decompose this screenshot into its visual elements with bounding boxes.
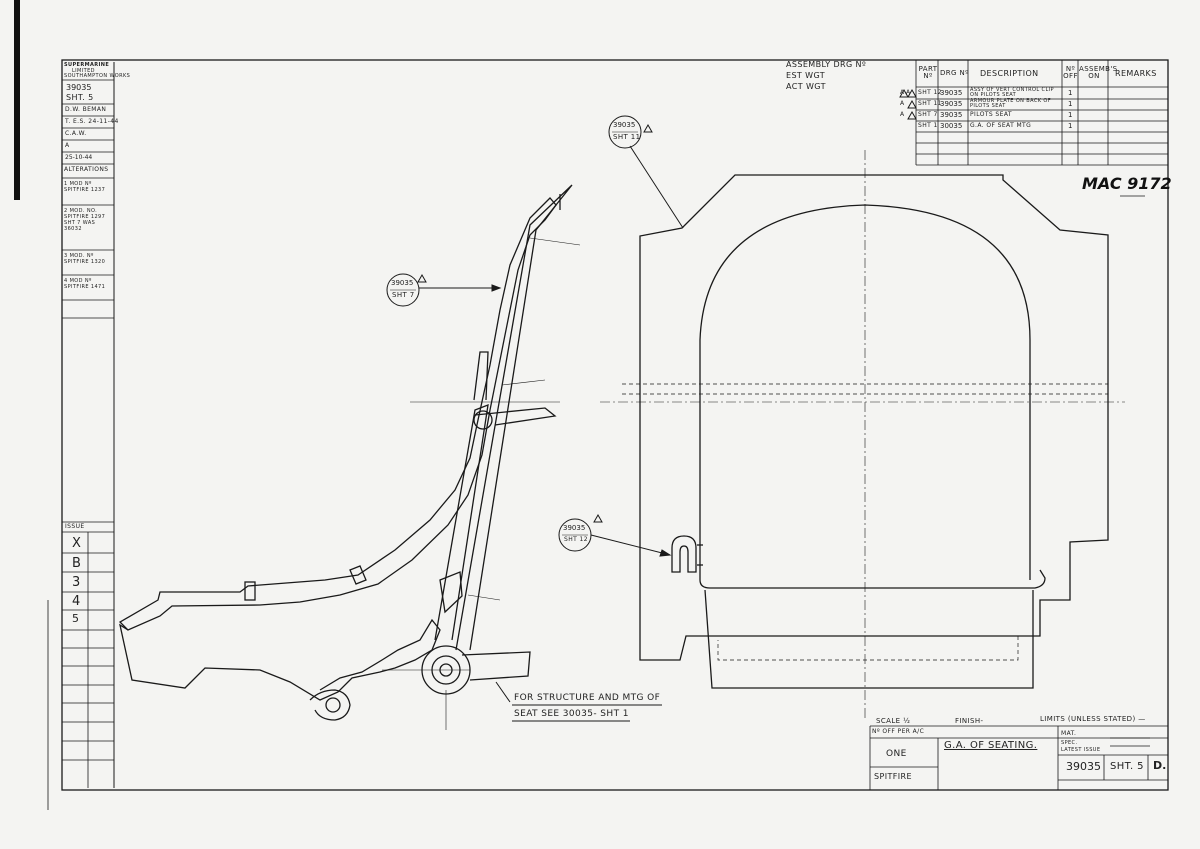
title-block-grid <box>869 725 1168 790</box>
sheet-border <box>61 59 1169 791</box>
alterations-title: ALTERATIONS <box>64 166 109 173</box>
alteration-entry: 2 MOD. No. SPITFIRE 1297 SHT 7 WAS 36032 <box>64 208 106 232</box>
structure-note-line1: FOR STRUCTURE AND MTG OF <box>514 693 661 703</box>
parts-row-desc: ARMOUR PLATE ON BACK OF PILOTS SEAT <box>970 98 1052 109</box>
callout-drg: 39035 <box>391 279 414 287</box>
parts-row-part: SHT 12 <box>918 89 942 96</box>
issue-entry: 4 <box>72 594 81 609</box>
parts-row-off: 1 <box>1068 100 1073 108</box>
parts-row-drg: 39035 <box>940 111 963 119</box>
parts-row-desc: PILOTS SEAT <box>970 111 1012 118</box>
callout-sheet: SHT 7 <box>392 291 415 299</box>
parts-header-off: Nº OFF <box>1063 65 1078 80</box>
parts-row-drg: 30035 <box>940 122 963 130</box>
revision-mark: A <box>900 111 905 118</box>
limits-label: LIMITS (UNLESS STATED) — <box>1040 715 1146 723</box>
parts-row-drg: 39035 <box>940 89 963 97</box>
armour-plate-view <box>639 174 1109 689</box>
title-drg-no: 39035 <box>1066 760 1101 773</box>
spec-label: SPEC. <box>1061 740 1078 746</box>
callout-drg: 39035 <box>563 524 586 532</box>
callout-sheet: SHT 11 <box>613 133 641 141</box>
callout-sheet: SHT 12 <box>564 536 588 543</box>
archive-stamp: MAC 9172 <box>1082 174 1172 193</box>
revision-mark: A A <box>900 89 911 96</box>
parts-header-part: PART Nº <box>918 65 938 80</box>
company-name: SUPERMARINE <box>64 62 110 68</box>
side-date: 25-10-44 <box>65 154 93 161</box>
parts-header-assembs-on: ASSEMB'S ON <box>1079 65 1118 80</box>
latest-issue-label: LATEST ISSUE <box>1061 747 1101 753</box>
armour-centrelines <box>600 150 1125 720</box>
aircraft-name: SPITFIRE <box>874 772 912 781</box>
issue-entry: 3 <box>72 575 81 590</box>
title-sheet: SHT. 5 <box>1110 761 1144 772</box>
side-drawn: D.W. BEMAN <box>65 106 107 113</box>
issue-entry: 5 <box>72 612 79 625</box>
mat-label: MAT. <box>1061 730 1077 737</box>
qty-value: ONE <box>886 749 907 759</box>
issue-title: ISSUE <box>65 523 85 530</box>
qty-label: Nº OFF PER A/C <box>872 728 925 735</box>
issue-entry: B <box>72 556 81 571</box>
structure-note-line2: SEAT SEE 30035- SHT 1 <box>514 709 629 719</box>
title-size: D. <box>1153 759 1167 772</box>
assembly-drg-label: ASSEMBLY DRG Nº <box>786 60 867 69</box>
parts-row-part: SHT 7 <box>918 111 938 118</box>
side-checked: C.A.W. <box>65 130 87 137</box>
company-works: SOUTHAMPTON WORKS <box>64 73 131 79</box>
company-sub: LIMITED <box>72 68 95 74</box>
scale-label: SCALE ½ <box>876 717 911 725</box>
alteration-entry: 4 MOD Nº SPITFIRE 1471 <box>64 278 106 290</box>
parts-row-part: SHT 11 <box>918 100 942 107</box>
side-drg-no: 39035 <box>66 83 92 92</box>
parts-row-off: 1 <box>1068 122 1073 130</box>
alteration-entry: 1 MOD Nº SPITFIRE 1237 <box>64 181 106 193</box>
side-sheet: SHT. 5 <box>66 93 94 102</box>
parts-header-description: DESCRIPTION <box>980 69 1039 78</box>
drawing-title: G.A. OF SEATING. <box>944 740 1038 751</box>
parts-row-desc: ASSY OF VERT CONTROL CLIP ON PILOTS SEAT <box>970 87 1054 98</box>
parts-row-off: 1 <box>1068 89 1073 97</box>
issue-entry: X <box>72 536 81 551</box>
parts-row-part: SHT 1 <box>918 122 938 129</box>
alteration-entry: 3 MOD. Nº SPITFIRE 1320 <box>64 253 106 265</box>
parts-table-grid <box>915 60 1168 166</box>
scan-edge-mark <box>14 0 20 200</box>
callout-graphics <box>386 88 1145 722</box>
parts-row-desc: G.A. OF SEAT MTG <box>970 122 1032 129</box>
armour-plate-hidden-lines <box>622 383 1108 661</box>
callout-drg: 39035 <box>613 121 636 129</box>
side-traced: T. E.S. 24-11-44 <box>65 118 119 125</box>
est-wgt-label: EST WGT <box>786 71 826 80</box>
parts-header-drg: DRG Nº <box>940 69 969 77</box>
parts-header-remarks: REMARKS <box>1115 69 1157 78</box>
parts-row-drg: 39035 <box>940 100 963 108</box>
parts-row-off: 1 <box>1068 111 1073 119</box>
finish-label: FINISH- <box>955 717 984 725</box>
seat-side-view <box>118 184 581 730</box>
side-approved: A <box>65 142 70 149</box>
side-block-grid <box>62 79 114 788</box>
act-wgt-label: ACT WGT <box>786 82 826 91</box>
revision-mark: A <box>900 100 905 107</box>
